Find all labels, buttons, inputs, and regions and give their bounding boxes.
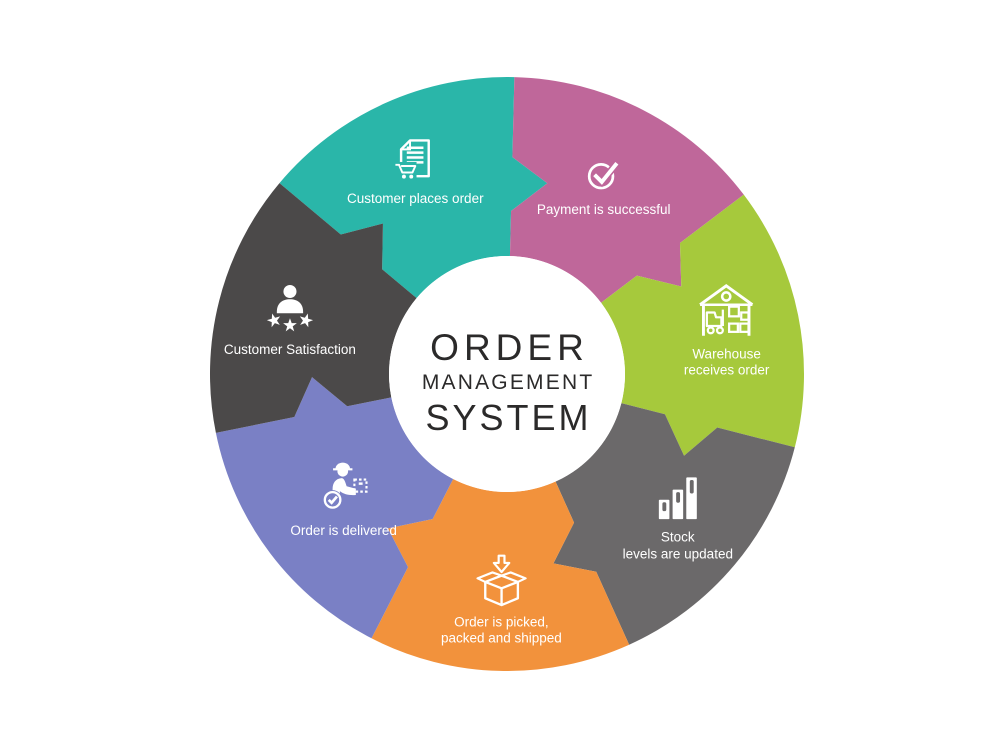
segment-step-1 bbox=[279, 76, 548, 299]
segment-step-4 bbox=[553, 403, 795, 645]
title-line-2: MANAGEMENT bbox=[421, 371, 595, 394]
title-line-1: ORDER bbox=[430, 327, 589, 368]
title-line-3: SYSTEM bbox=[425, 397, 592, 438]
center-circle bbox=[389, 256, 625, 492]
diagram-title: ORDER MANAGEMENT SYSTEM bbox=[420, 328, 595, 438]
segment-step-2 bbox=[509, 77, 744, 303]
